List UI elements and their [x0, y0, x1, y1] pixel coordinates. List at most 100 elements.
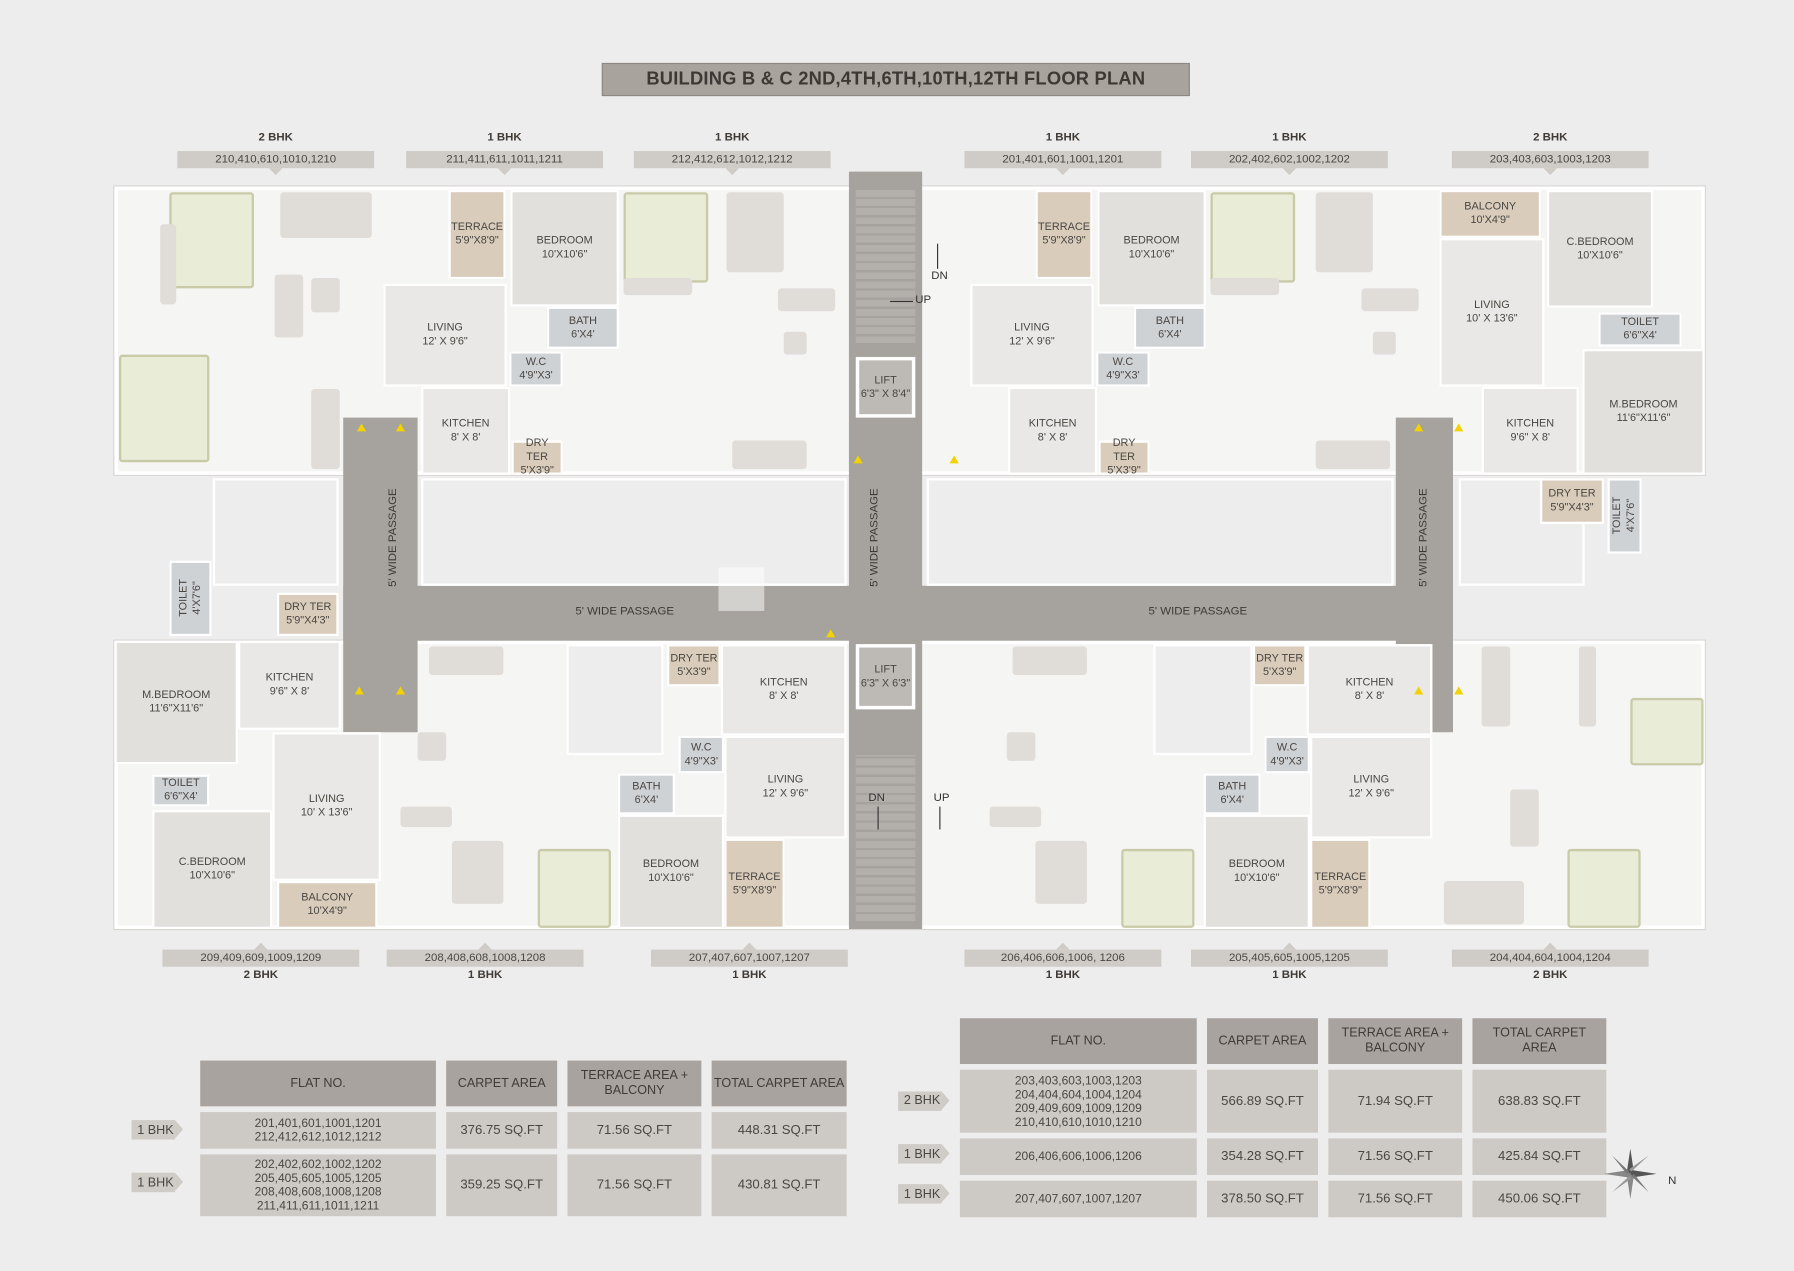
room-size: 12' X 9'6"	[1009, 335, 1055, 348]
flat-numbers: 211,411,611,1011,1211	[256, 1199, 380, 1213]
table-header: FLAT NO.	[200, 1060, 436, 1107]
room-name: LIVING	[1474, 298, 1510, 312]
entry-arrow-icon	[1414, 423, 1424, 432]
furniture	[726, 192, 784, 273]
room-size: 5'X3'9"	[1262, 665, 1297, 678]
room-name: KITCHEN	[265, 671, 314, 685]
bed-furniture	[537, 848, 611, 928]
room-name: DRY TER	[1548, 487, 1596, 500]
furniture	[1361, 288, 1419, 312]
staircase	[855, 188, 916, 344]
unit-type-label: 1 BHK	[467, 969, 503, 982]
stair-up-label: UP	[933, 791, 950, 805]
unit-type-label: 1 BHK	[1272, 969, 1307, 982]
entry-arrow-icon	[1414, 686, 1424, 695]
bed-furniture	[1121, 848, 1195, 928]
flat-numbers: 206,406,606,1006,1206	[1014, 1149, 1142, 1164]
unit-flat-numbers-tag: 205,405,605,1005,1205	[1191, 942, 1388, 967]
room-size: 8' X 8'	[450, 430, 481, 444]
room-name: DRY TER	[284, 600, 332, 614]
unit-flat-numbers-tag: 203,403,603,1003,1203	[1451, 151, 1649, 176]
unit-type-tag: 1 BHK	[131, 1172, 184, 1193]
room-name: BATH	[632, 780, 661, 793]
unit-type-label: 1 BHK	[1045, 131, 1081, 145]
room-size: 4'X7'6"	[190, 581, 204, 616]
unit-type-label: 1 BHK	[732, 969, 767, 982]
room-size: 5'9"X8'9"	[732, 883, 777, 897]
room-name: BEDROOM	[642, 858, 700, 871]
room-name: W.C	[691, 740, 712, 754]
unit-flat-numbers-tag: 202,402,602,1002,1202	[1191, 151, 1388, 176]
furniture	[1578, 646, 1597, 727]
flat-numbers: 207,407,607,1007,1207	[1014, 1192, 1142, 1206]
bed-furniture	[1567, 848, 1641, 928]
room-name: KITCHEN	[441, 417, 490, 430]
carpet-area-cell: 354.28 SQ.FT	[1207, 1138, 1319, 1175]
room-size: 10'X10'6"	[1128, 248, 1175, 261]
passage-label: 5' WIDE PASSAGE	[386, 488, 400, 588]
room-name: BATH	[568, 314, 598, 327]
room-size: 6'3" X 6'3"	[860, 676, 911, 690]
total-area-cell: 638.83 SQ.FT	[1472, 1069, 1607, 1133]
unit-type-label: 2 BHK	[1533, 969, 1568, 982]
room-size: 9'6" X 8'	[269, 685, 310, 698]
furniture	[1210, 278, 1280, 296]
unit-type-label: 2 BHK	[243, 969, 279, 982]
compass-north-label: N	[1668, 1174, 1677, 1188]
furniture	[1372, 331, 1396, 355]
stair-arrow-icon	[877, 806, 879, 830]
terrace-area-cell: 71.56 SQ.FT	[1328, 1180, 1463, 1218]
unit-type-label: 1 BHK	[1045, 969, 1081, 982]
stair-arrow-icon	[937, 243, 939, 269]
table-header: TERRACE AREA + BALCONY	[1328, 1018, 1463, 1065]
room-size: 8' X 8'	[1037, 430, 1068, 444]
room-size: 12' X 9'6"	[762, 787, 809, 800]
room-name: BEDROOM	[1123, 234, 1180, 248]
room-size: 8' X 8'	[768, 689, 799, 703]
room-name: TOILET	[161, 776, 200, 790]
room-name: LIFT	[874, 373, 897, 387]
unit-type-label: 1 BHK	[487, 131, 522, 145]
carpet-area-cell: 378.50 SQ.FT	[1207, 1180, 1319, 1218]
room-name: DRY TER	[670, 651, 718, 665]
room-size: 4'X7'6"	[1624, 499, 1638, 533]
entry-arrow-icon	[1454, 686, 1464, 695]
room-size: 5'X3'9"	[677, 665, 711, 678]
terrace-area-cell: 71.56 SQ.FT	[567, 1154, 702, 1217]
page-title: BUILDING B & C 2ND,4TH,6TH,10TH,12TH FLO…	[601, 62, 1190, 97]
room-name: M.BEDROOM	[1609, 398, 1678, 411]
open-void	[1153, 644, 1253, 756]
room-name: TERRACE	[1038, 220, 1090, 234]
room-size: 5'9"X4'3"	[1550, 501, 1594, 514]
room-size: 10'X10'6"	[648, 871, 694, 885]
bed-furniture	[1630, 697, 1704, 766]
carpet-area-cell: 359.25 SQ.FT	[446, 1154, 558, 1217]
room-size: 5'9"X8'9"	[455, 234, 499, 248]
unit-flat-numbers-tag: 211,411,611,1011,1211	[406, 151, 603, 176]
furniture	[160, 224, 177, 305]
unit-type-tag: 2 BHK	[898, 1090, 950, 1111]
room-name: BEDROOM	[536, 234, 593, 248]
room-name: BEDROOM	[1228, 858, 1285, 871]
